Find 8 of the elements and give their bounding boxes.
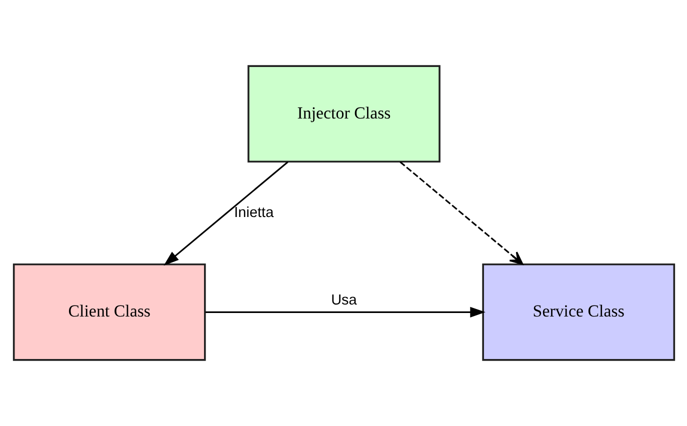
node-box: Service Class (482, 264, 675, 361)
arrow (204, 306, 485, 318)
node-box: Injector Class (247, 65, 440, 162)
edge-label: Usa (330, 292, 356, 308)
arrow (163, 161, 288, 266)
node-box: Client Class (12, 264, 206, 361)
edge-label: Inietta (234, 204, 274, 221)
arrow (399, 161, 523, 265)
